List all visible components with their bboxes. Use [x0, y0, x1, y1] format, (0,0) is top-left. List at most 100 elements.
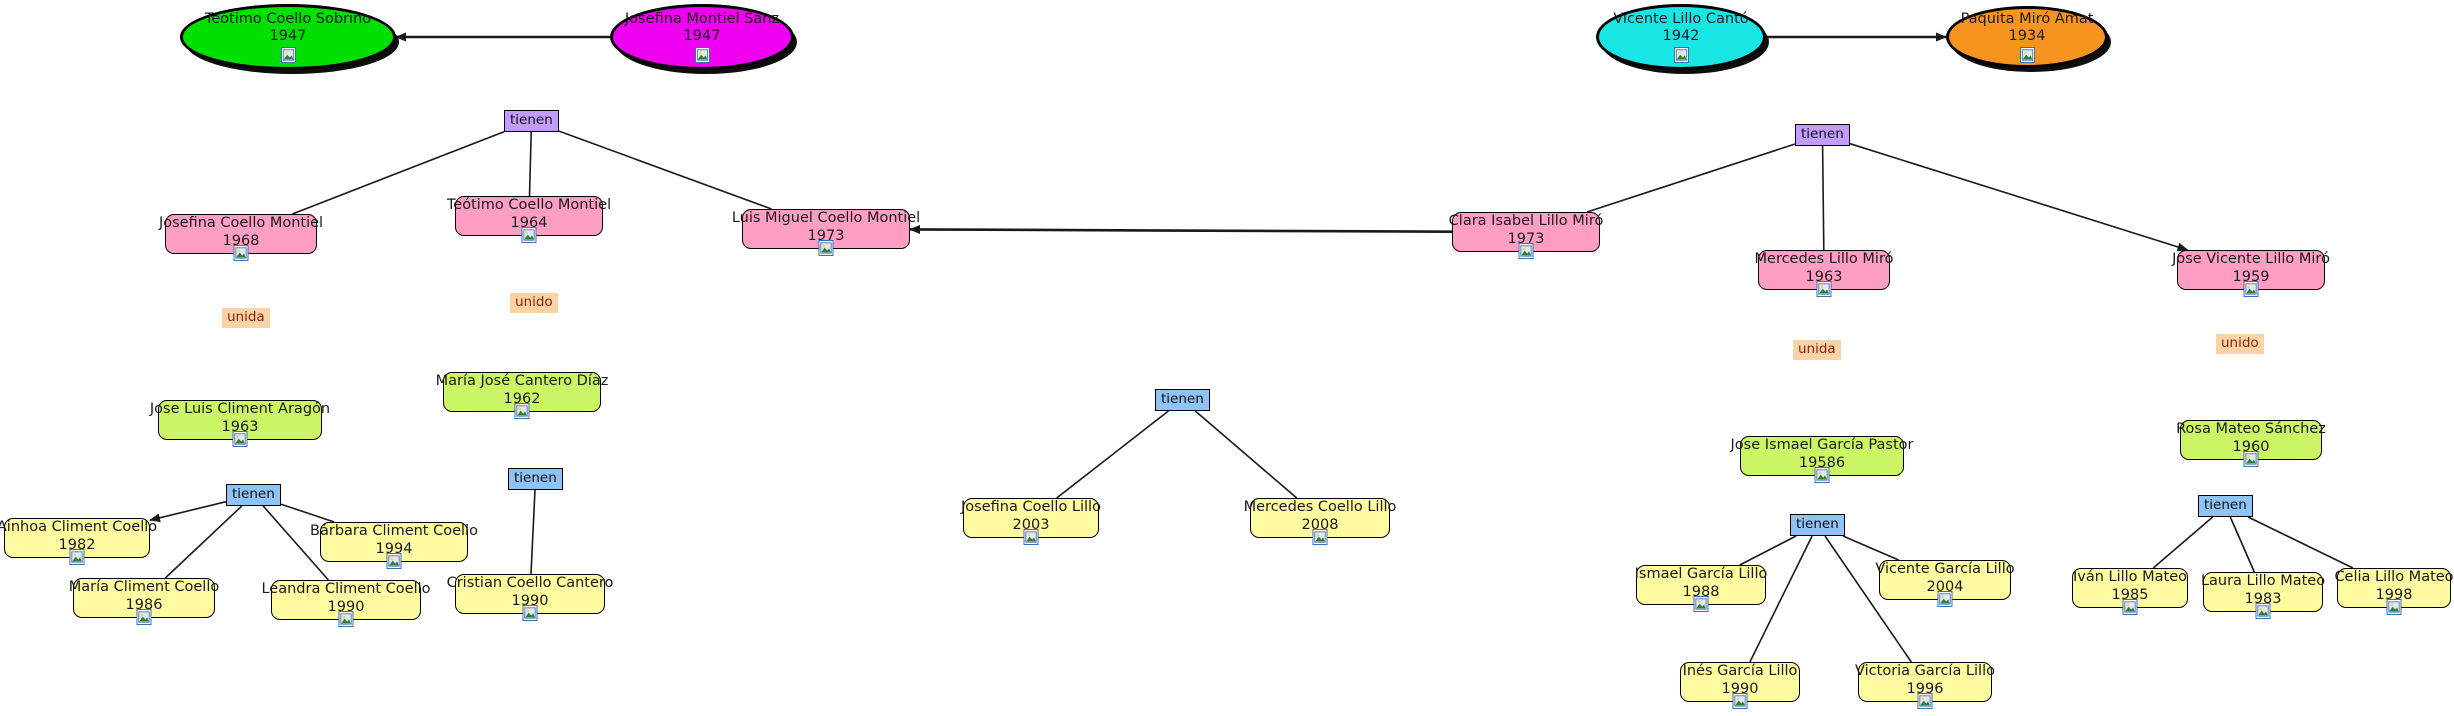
person-year: 1982: [58, 536, 96, 553]
photo-thumbnail-icon[interactable]: [2243, 451, 2259, 467]
photo-thumbnail-icon[interactable]: [2122, 599, 2138, 615]
relation-label[interactable]: unido: [510, 293, 558, 313]
photo-thumbnail-icon[interactable]: [2243, 281, 2259, 297]
photo-thumbnail-icon[interactable]: [694, 47, 710, 64]
photo-thumbnail-icon[interactable]: [386, 553, 402, 569]
photo-thumbnail-icon[interactable]: [1732, 693, 1748, 709]
relation-label[interactable]: tienen: [1155, 389, 1210, 411]
photo-thumbnail-icon[interactable]: [280, 47, 296, 64]
photo-thumbnail-icon[interactable]: [1518, 243, 1534, 259]
photo-thumbnail-icon[interactable]: [1023, 529, 1039, 545]
person-year: 1960: [2232, 438, 2270, 455]
person-year: 1988: [1682, 583, 1720, 600]
relation-label[interactable]: tienen: [1790, 514, 1845, 536]
photo-thumbnail-icon[interactable]: [69, 549, 85, 565]
person-year: 1947: [683, 28, 721, 44]
person-year: 1986: [125, 596, 163, 613]
relation-label[interactable]: tienen: [2198, 495, 2253, 517]
photo-thumbnail-icon[interactable]: [2255, 603, 2271, 619]
photo-thumbnail-icon[interactable]: [1917, 693, 1933, 709]
photo-thumbnail-icon[interactable]: [818, 240, 834, 256]
person-year: 1963: [221, 418, 259, 435]
photo-thumbnail-icon[interactable]: [1814, 467, 1830, 483]
family-edge: [164, 505, 243, 579]
person-year: 1947: [269, 28, 307, 44]
person-name: Teótimo Coello Sobrino: [204, 10, 372, 27]
person-year: 1942: [1662, 28, 1700, 44]
photo-thumbnail-icon[interactable]: [521, 227, 537, 243]
person-year: 1973: [807, 227, 845, 244]
relation-label[interactable]: tienen: [226, 484, 281, 506]
family-edge: [149, 500, 227, 523]
family-edge: [262, 505, 330, 581]
photo-thumbnail-icon[interactable]: [233, 245, 249, 261]
person-name: Vicente Lillo Cantó: [1613, 10, 1749, 27]
family-edge: [1749, 535, 1813, 663]
person-name: Vicente García Lillo: [1875, 561, 2015, 578]
photo-thumbnail-icon[interactable]: [338, 611, 354, 627]
photo-thumbnail-icon[interactable]: [1673, 47, 1689, 64]
photo-thumbnail-icon[interactable]: [522, 605, 538, 621]
relation-label[interactable]: unido: [2216, 334, 2264, 354]
photo-thumbnail-icon[interactable]: [136, 609, 152, 625]
person-year: 2004: [1926, 578, 1964, 595]
family-edge: [1849, 142, 2189, 252]
photo-thumbnail-icon[interactable]: [514, 403, 530, 419]
photo-thumbnail-icon[interactable]: [1937, 591, 1953, 607]
family-edge: [528, 131, 532, 197]
person-year: 1959: [2232, 268, 2270, 285]
person-name: Josefina Coello Lillo: [961, 499, 1101, 516]
photo-thumbnail-icon[interactable]: [2019, 47, 2035, 64]
family-edge: [1824, 535, 1912, 663]
photo-thumbnail-icon[interactable]: [1693, 596, 1709, 612]
person-name: Rosa Mateo Sánchez: [2176, 421, 2326, 438]
person-year: 2003: [1012, 516, 1050, 533]
relation-label[interactable]: unida: [222, 308, 270, 328]
person-year: 1990: [1721, 680, 1759, 697]
photo-thumbnail-icon[interactable]: [1312, 529, 1328, 545]
person-year: 1994: [375, 540, 413, 557]
person-year: 1973: [1507, 230, 1545, 247]
relation-label[interactable]: tienen: [504, 110, 559, 132]
photo-thumbnail-icon[interactable]: [232, 431, 248, 447]
person-name: Mercedes Lillo Miró: [1754, 251, 1894, 268]
person-year: 1962: [503, 390, 541, 407]
person-name: Inés García Lillo: [1682, 663, 1798, 680]
relation-label[interactable]: unida: [1793, 340, 1841, 360]
relation-label[interactable]: tienen: [1795, 124, 1850, 146]
relation-label[interactable]: tienen: [508, 468, 563, 490]
photo-thumbnail-icon[interactable]: [1816, 281, 1832, 297]
person-year: 1964: [510, 214, 548, 231]
person-name: Iván Lillo Mateo: [2072, 569, 2188, 586]
photo-thumbnail-icon[interactable]: [2386, 599, 2402, 615]
person-name: Luis Miguel Coello Montiel: [731, 210, 921, 227]
